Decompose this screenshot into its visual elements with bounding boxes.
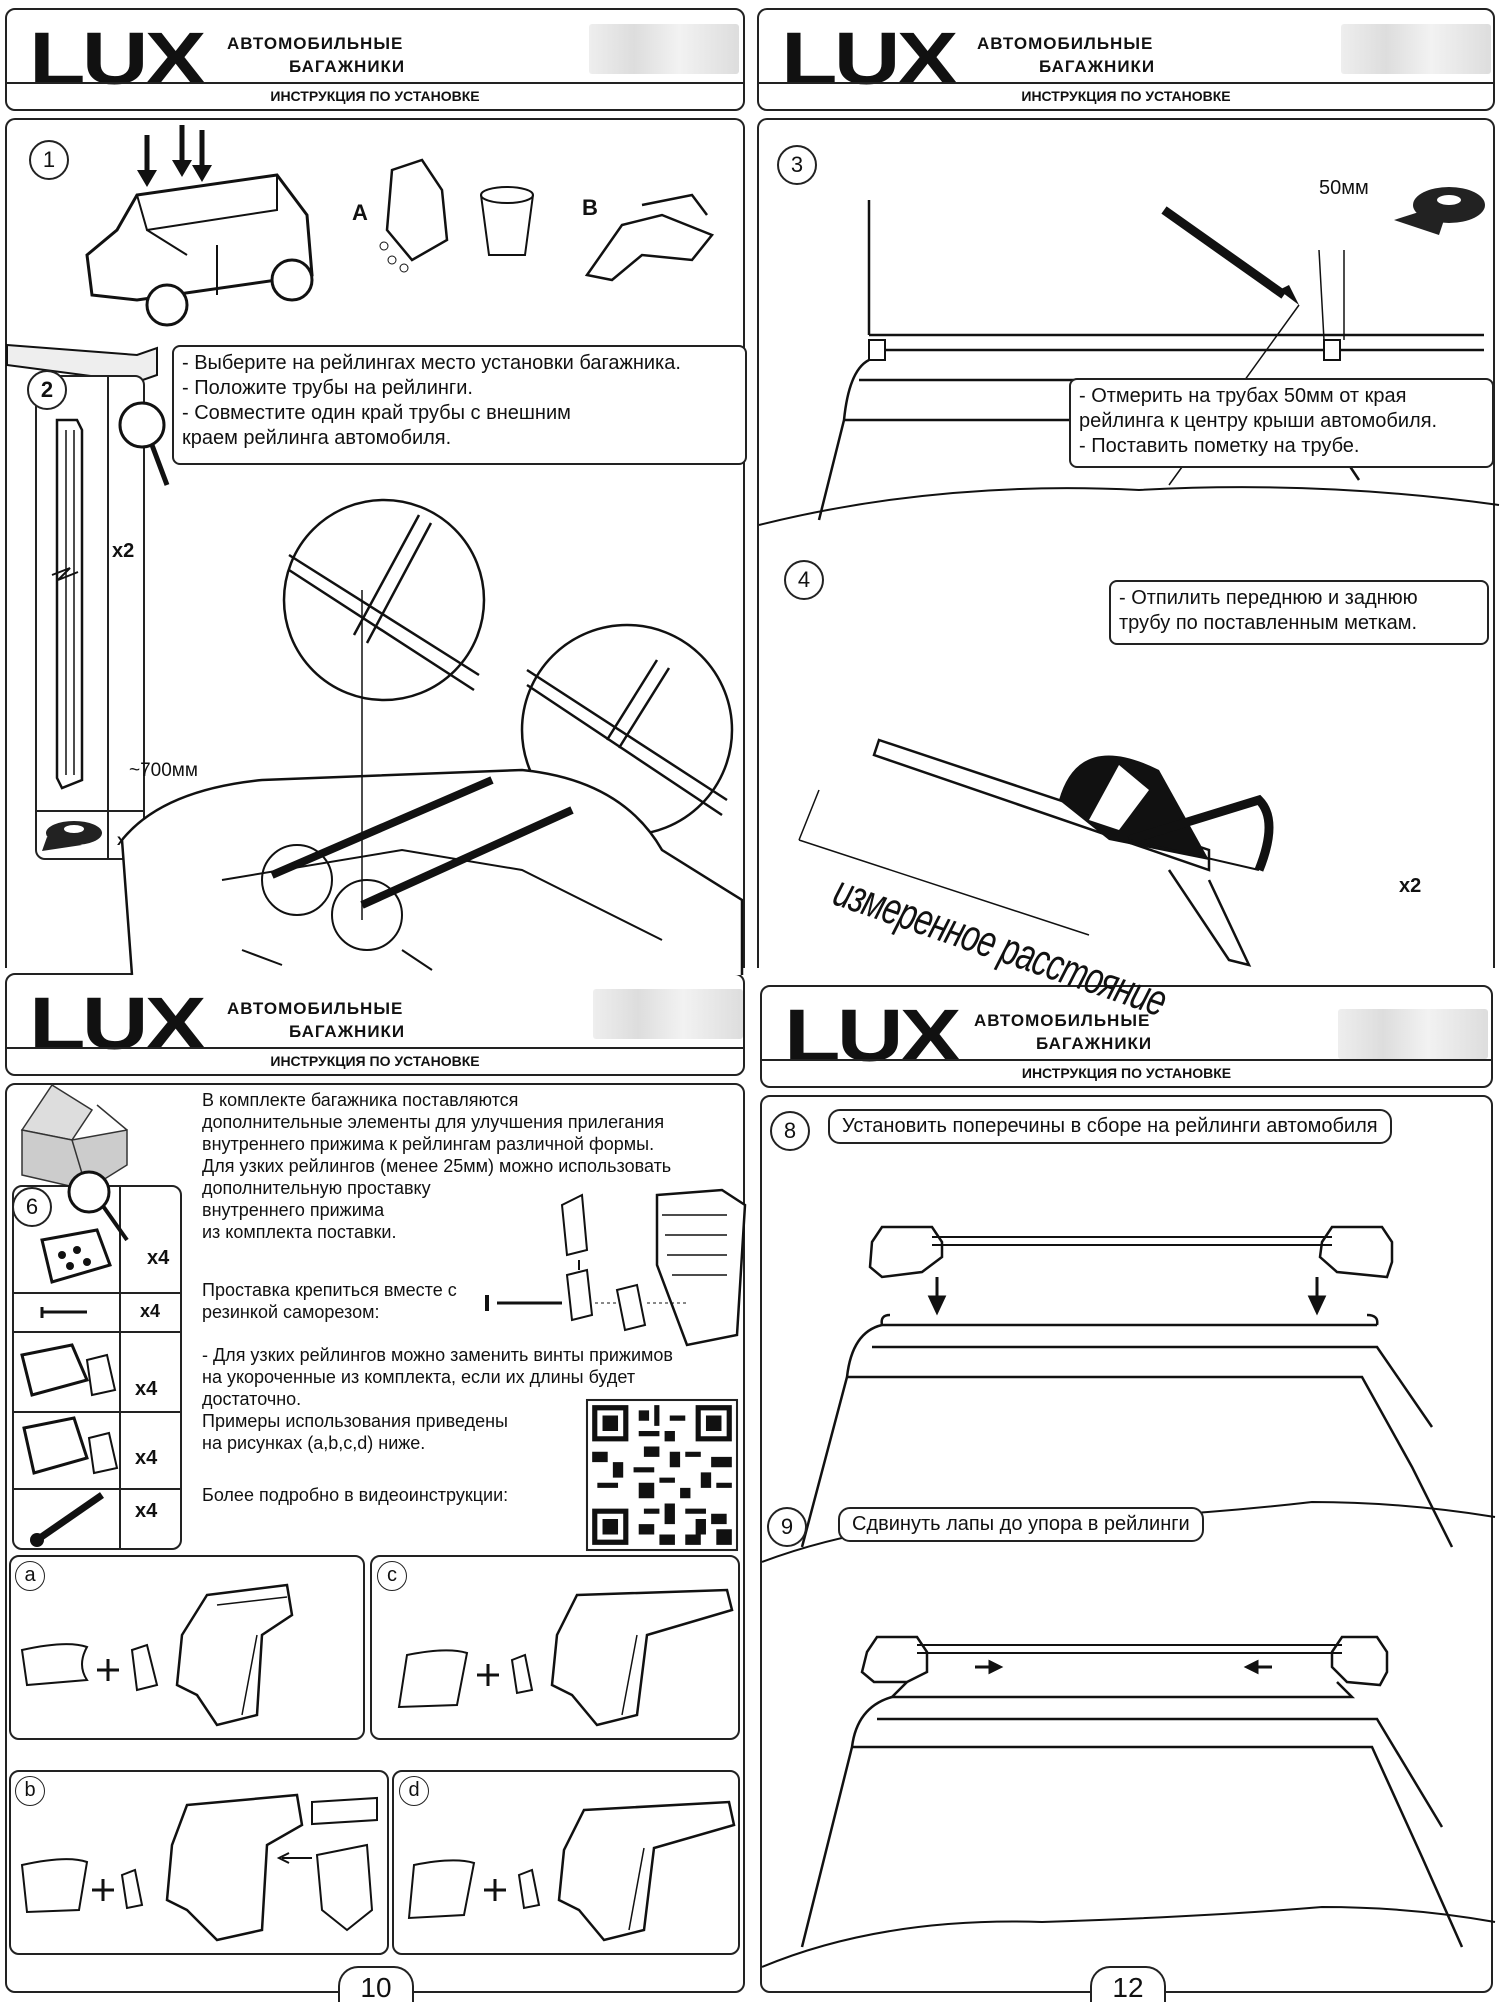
step-3-number: 3	[777, 145, 817, 185]
distance-label: ~700мм	[129, 760, 198, 781]
variant-a-diagram	[20, 1583, 294, 1727]
spacer-pad-icon	[40, 1228, 112, 1284]
variant-c-box	[370, 1555, 740, 1740]
blurred-logo	[1338, 1009, 1488, 1059]
video-qr-code[interactable]	[585, 1398, 739, 1552]
header-subtitle: ИНСТРУКЦИЯ ПО УСТАНОВКЕ	[270, 1053, 480, 1069]
variant-b-box	[9, 1770, 389, 1955]
header-title-line1: АВТОМОБИЛЬНЫЕ	[227, 34, 404, 53]
step-1-number: 1	[29, 140, 69, 180]
variant-a-box	[9, 1555, 365, 1740]
header-title-line1: АВТОМОБИЛЬНЫЕ	[227, 999, 404, 1018]
header-subtitle: ИНСТРУКЦИЯ ПО УСТАНОВКЕ	[1021, 88, 1231, 104]
qty-spacers-variant: x4	[135, 1447, 158, 1469]
variant-d-diagram	[407, 1800, 736, 1942]
panel-step-6: В комплекте багажника поставляются допол…	[5, 1083, 747, 1993]
blurred-logo	[593, 989, 743, 1039]
lux-logo: LUX	[784, 994, 962, 1077]
header-top-right: LUX АВТОМОБИЛЬНЫЕ БАГАЖНИКИ ИНСТРУКЦИЯ П…	[757, 8, 1495, 111]
qty-bolts: x4	[135, 1500, 158, 1522]
tape-roll-icon	[1394, 187, 1485, 235]
label-a: A	[352, 200, 368, 225]
header-title-line2: БАГАЖНИКИ	[289, 1022, 406, 1041]
header-title-line1: АВТОМОБИЛЬНЫЕ	[977, 34, 1154, 53]
header-subtitle: ИНСТРУКЦИЯ ПО УСТАНОВКЕ	[270, 88, 480, 104]
header-title-line2: БАГАЖНИКИ	[289, 57, 406, 76]
header-subtitle: ИНСТРУКЦИЯ ПО УСТАНОВКЕ	[1021, 1065, 1232, 1081]
zoom-detail-1	[282, 498, 486, 702]
car-roof-illustration	[85, 125, 314, 327]
tape-roll-icon	[42, 821, 102, 851]
measure-50mm: 50мм	[1319, 177, 1369, 199]
step-2-note: - Выберите на рейлингах место установки …	[172, 345, 747, 465]
car-roof-profile	[758, 200, 1500, 526]
variant-d-label: d	[399, 1776, 429, 1806]
variant-b-label: b	[15, 1776, 45, 1806]
bolt-icon	[30, 1492, 104, 1547]
page-number-10: 10	[338, 1966, 414, 2003]
washing-hands-icon	[379, 158, 449, 273]
step-6-text-spacer: Проставка крепиться вместе с резинкой са…	[202, 1280, 457, 1322]
step-8-caption: Установить поперечины в сборе на рейлинг…	[828, 1109, 1392, 1144]
header-title-line2: БАГАЖНИКИ	[1036, 1034, 1153, 1053]
magnifier-icon	[118, 401, 170, 486]
qty-spacers-rubber: x4	[135, 1378, 158, 1400]
step-6-text-screws: - Для узких рейлингов можно заменить вин…	[202, 1345, 673, 1453]
header-bottom-left: LUX АВТОМОБИЛЬНЫЕ БАГАЖНИКИ ИНСТРУКЦИЯ П…	[5, 973, 745, 1076]
lux-logo: LUX	[29, 982, 207, 1065]
qty-pads: x4	[147, 1247, 170, 1269]
step-6-text-intro: В комплекте багажника поставляются допол…	[202, 1090, 672, 1242]
sawing-tube-illustration	[798, 738, 1274, 967]
screw-icon	[40, 1307, 87, 1318]
page-number-12: 12	[1090, 1966, 1166, 2003]
car-with-crossbars	[120, 768, 744, 976]
variant-c-diagram	[397, 1588, 734, 1727]
variant-d-box	[392, 1770, 740, 1955]
spacer-variant-icon	[22, 1416, 119, 1475]
lux-logo: LUX	[781, 17, 959, 100]
parts-box	[35, 375, 145, 860]
step-6-number: 6	[12, 1187, 52, 1227]
step-4-note: - Отпилить переднюю и заднюю трубу по по…	[1109, 580, 1489, 645]
spacer-assembly-diagram	[485, 1188, 747, 1347]
step-3-note: - Отмерить на трубах 50мм от края рейлин…	[1069, 378, 1494, 468]
qty-rails: x2	[112, 540, 135, 562]
step-9-caption: Сдвинуть лапы до упора в рейлинги	[838, 1507, 1204, 1542]
wiping-cloth-icon	[584, 193, 715, 282]
blurred-logo	[1341, 24, 1491, 74]
spacer-with-rubber-icon	[20, 1343, 117, 1397]
panel-steps-3-4: 3 50мм - Отмерить на трубах 50мм от края…	[757, 118, 1500, 1026]
panel-steps-8-9: 8 Установить поперечины в сборе на рейли…	[760, 1095, 1496, 1993]
step-2-number: 2	[27, 370, 67, 410]
bucket-icon	[480, 186, 534, 256]
step-6-text-video: Более подробно в видеоинструкции:	[202, 1485, 509, 1505]
step-9-number: 9	[767, 1507, 807, 1547]
variant-b-diagram	[20, 1793, 378, 1942]
variant-a-label: a	[15, 1561, 45, 1591]
header-title-line2: БАГАЖНИКИ	[1039, 57, 1156, 76]
roof-rail-sketch	[6, 343, 158, 384]
label-b: B	[582, 195, 598, 220]
panel-steps-1-2: 1 A B - Выберите на рейлингах место уста…	[5, 118, 747, 976]
lux-logo: LUX	[29, 17, 207, 100]
header-title-line1: АВТОМОБИЛЬНЫЕ	[974, 1011, 1151, 1030]
magnifier-icon	[67, 1170, 129, 1242]
step-4-number: 4	[784, 560, 824, 600]
step-8-number: 8	[770, 1111, 810, 1151]
header-top-left: LUX АВТОМОБИЛЬНЫЕ БАГАЖНИКИ ИНСТРУКЦИЯ П…	[5, 8, 745, 111]
qty-screws: x4	[140, 1301, 161, 1321]
variant-c-label: c	[377, 1561, 407, 1591]
header-bottom-right: LUX АВТОМОБИЛЬНЫЕ БАГАЖНИКИ ИНСТРУКЦИЯ П…	[760, 985, 1493, 1088]
slide-feet-diagram	[761, 1635, 1496, 1968]
qty-saw: x2	[1399, 875, 1422, 897]
blurred-logo	[589, 24, 739, 74]
crossbar-tube-icon	[51, 418, 84, 790]
